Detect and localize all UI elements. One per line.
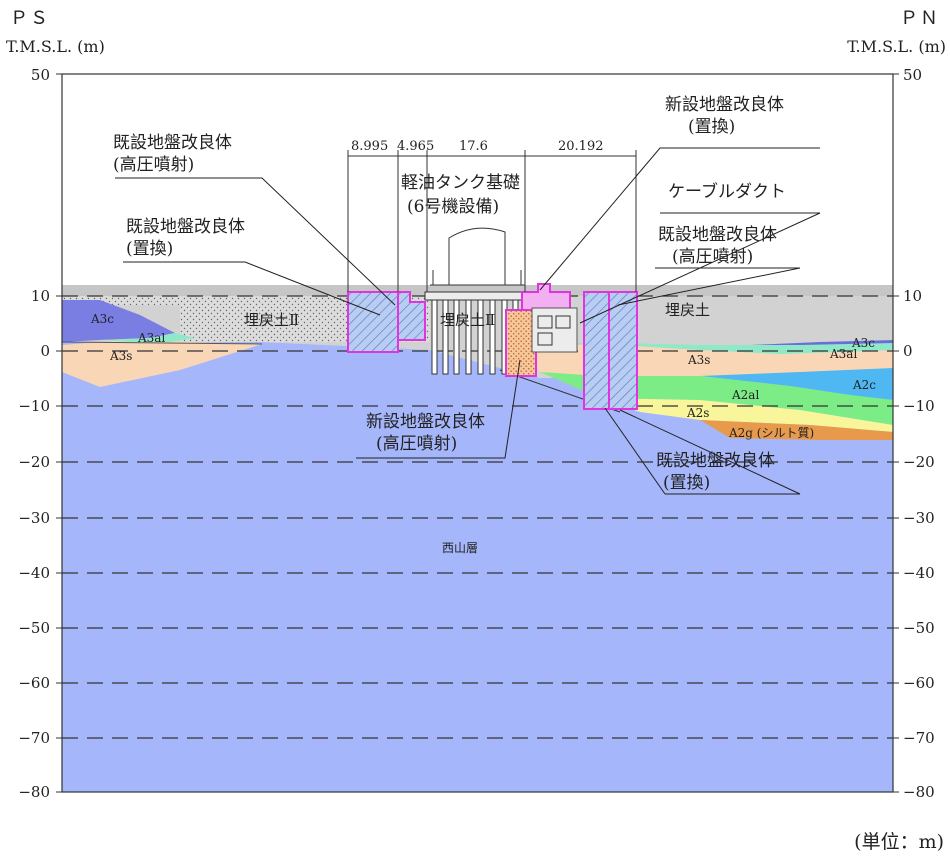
right-tick-0: 0: [903, 342, 913, 360]
foundation-slab: [424, 291, 528, 301]
header: ＰＳ T.M.S.L. (m) ＰＮ T.M.S.L. (m) (単位：m): [6, 8, 946, 853]
structure-title-l1: 軽油タンク基礎: [401, 173, 520, 193]
left-tick-m50: −50: [18, 619, 50, 637]
cable-duct-label: ケーブルダクト: [668, 181, 786, 202]
existing-improvement-right-high-pressure: [608, 291, 638, 410]
a2s-label: A2s: [686, 406, 709, 420]
right-tick-m20: −20: [903, 453, 935, 471]
right-tick-m30: −30: [903, 509, 935, 527]
existing-improvement-left-high-pressure: [397, 291, 426, 341]
backfill-2-left-label: 埋戻土Ⅱ: [244, 311, 299, 329]
backfill-right-label: 埋戻土: [665, 301, 710, 319]
chart-frame: [61, 73, 894, 793]
left-tick-m60: −60: [18, 674, 50, 692]
right-tick-50: 50: [903, 66, 922, 84]
left-tick-m30: −30: [18, 509, 50, 527]
left-tick-0: 0: [40, 342, 50, 360]
right-tick-m70: −70: [903, 729, 935, 747]
right-tick-m60: −60: [903, 674, 935, 692]
a3al-left-label: A3al: [137, 331, 165, 345]
backfill-2-dotted-left: [62, 295, 180, 305]
left-tick-m10: −10: [18, 397, 50, 415]
existing-high-pressure-left-l1: 既設地盤改良体: [113, 133, 232, 153]
right-tick-m40: −40: [903, 564, 935, 582]
right-tick-m10: −10: [903, 397, 935, 415]
a3s-right-label: A3s: [687, 353, 710, 367]
a3al-right-label: A3al: [829, 347, 857, 361]
a3s-left-layer: [62, 340, 262, 387]
left-tick-m20: −20: [18, 453, 50, 471]
new-high-pressure-l2: (高圧噴射): [376, 434, 457, 454]
leader-lines: [115, 147, 821, 495]
a2c-label: A2c: [852, 378, 876, 392]
existing-replacement-right-l2: (置換): [663, 473, 710, 493]
right-tick-labels: 50 10 0 −10 −20 −30 −40 −50 −60 −70 −80: [903, 66, 935, 801]
existing-high-pressure-right-l1: 既設地盤改良体: [658, 225, 777, 245]
left-tick-labels: 50 10 0 −10 −20 −30 −40 −50 −60 −70 −80: [18, 66, 50, 801]
new-improvement-high-pressure: [505, 309, 537, 377]
existing-improvement-right-replacement: [583, 291, 610, 410]
callouts: 既設地盤改良体 (高圧噴射) 既設地盤改良体 (置換) 新設地盤改良体 (置換)…: [113, 95, 786, 493]
left-axis-label: T.M.S.L. (m): [6, 37, 105, 56]
new-high-pressure-l1: 新設地盤改良体: [366, 412, 485, 432]
dimension-labels: 8.995 4.965 17.6 20.192: [351, 139, 604, 154]
surface-band: [62, 285, 893, 296]
a2c-layer: [700, 368, 893, 400]
a3s-left-label: A3s: [109, 349, 132, 363]
unit-note: (単位：m): [854, 831, 944, 853]
a2al-label: A2al: [731, 388, 759, 402]
a2g-label: A2g (シルト質): [728, 425, 814, 440]
backfill-2-center-label: 埋戻土Ⅱ: [440, 311, 495, 329]
left-tick-10: 10: [31, 287, 50, 305]
foundation-structure: [347, 227, 638, 410]
right-tick-10: 10: [903, 287, 922, 305]
existing-high-pressure-right-l2: (高圧噴射): [672, 247, 753, 267]
existing-high-pressure-left-l2: (高圧噴射): [113, 155, 194, 175]
left-boundary-line: [61, 341, 263, 345]
existing-replacement-left-l1: 既設地盤改良体: [126, 217, 245, 237]
dimension-lines: [347, 150, 637, 292]
dim-3: 17.6: [459, 139, 488, 154]
left-code: ＰＳ: [10, 8, 50, 29]
a3c-left-label: A3c: [90, 312, 114, 326]
right-tick-m80: −80: [903, 783, 935, 801]
nishiyama-label: 西山層: [442, 541, 478, 555]
existing-replacement-right-l1: 既設地盤改良体: [656, 451, 775, 471]
right-tick-m50: −50: [903, 619, 935, 637]
existing-replacement-left-l2: (置換): [126, 239, 173, 259]
left-tick-50: 50: [31, 66, 50, 84]
a3c-right-label: A3c: [851, 336, 875, 350]
dim-2: 4.965: [397, 139, 434, 154]
left-tick-m80: −80: [18, 783, 50, 801]
new-replacement-l1: 新設地盤改良体: [665, 95, 784, 115]
a3c-left-layer: [62, 300, 175, 342]
right-axis-label: T.M.S.L. (m): [847, 37, 946, 56]
left-tick-m40: −40: [18, 564, 50, 582]
a2g-layer: [700, 420, 893, 440]
dim-4: 20.192: [558, 139, 604, 154]
left-tick-m70: −70: [18, 729, 50, 747]
a3c-right-layer: [750, 340, 893, 345]
new-replacement-l2: (置換): [688, 117, 735, 137]
tick-marks: [56, 73, 899, 793]
structure-title-l2: (6号機設備): [407, 197, 499, 217]
dim-1: 8.995: [351, 139, 388, 154]
tank-outline: [448, 227, 506, 285]
right-code: ＰＮ: [900, 8, 940, 29]
existing-improvement-left-replacement: [347, 291, 399, 353]
layer-labels: 埋戻土Ⅱ 埋戻土Ⅱ 埋戻土 A3c A3al A3s A3c A3al A3s …: [90, 301, 876, 555]
a3al-left-layer: [100, 333, 195, 342]
